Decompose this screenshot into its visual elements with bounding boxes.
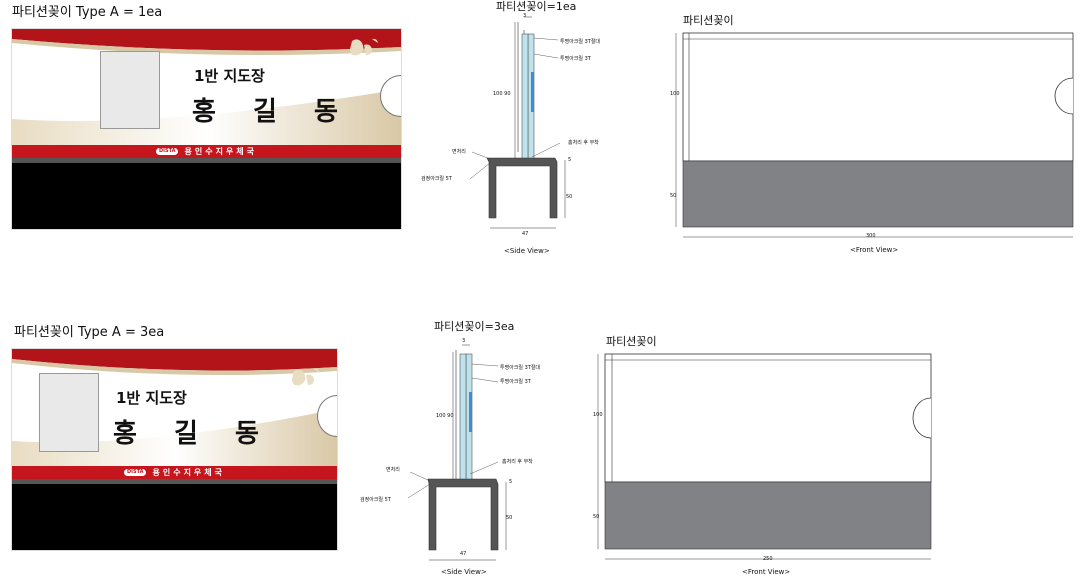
side-view-title-2: 파티션꽂이=3ea (434, 320, 515, 333)
base-ridge (12, 158, 401, 163)
label-attach-1: 홈처리 후 부착 (568, 140, 599, 146)
nameplate-footer: DISTA 용인수지우체국 (12, 466, 337, 479)
label-acrylic-2: 투명아크릴 3T (500, 379, 531, 385)
dim-top-2: 3 (462, 338, 466, 344)
dim-h-inner-2: 90 (447, 413, 454, 419)
leaf-ornament (350, 38, 378, 56)
dim-47-2: 47 (460, 551, 467, 557)
front-view-title-2: 파티션꽂이 (606, 335, 657, 348)
front-h-base-1: 50 (670, 193, 677, 199)
nameplate-render-1: 1반 지도장 홍 길 동 DISTA 용인수지우체국 (11, 28, 402, 230)
front-view-title-1: 파티션꽂이 (683, 14, 734, 27)
front-width-1: 300 (866, 233, 876, 239)
dim-total-height-1: 100 90 (493, 91, 511, 97)
photo-placeholder (39, 373, 99, 452)
label-holder-1: 투명아크릴 3T절대 (560, 39, 601, 45)
nameplate-name: 홍 길 동 (113, 419, 273, 449)
label-holder-2: 투명아크릴 3T절대 (500, 365, 541, 371)
nameplate-swoosh (12, 29, 401, 159)
front-view-caption-2: <Front View> (742, 568, 791, 576)
label-black-acrylic-2: 검정아크릴 5T (360, 497, 391, 503)
dim-5-1: 5 (568, 157, 572, 163)
photo-placeholder (100, 51, 160, 129)
front-h-base-2: 50 (593, 514, 600, 520)
nameplate-name: 홍 길 동 (192, 97, 352, 127)
dim-h-total-1: 100 (493, 91, 503, 97)
leaf-ornament (292, 368, 320, 386)
dim-total-height-2: 100 90 (436, 413, 454, 419)
dim-h-total-2: 100 (436, 413, 446, 419)
side-view-drawing-1 (469, 16, 566, 229)
front-view-caption-1: <Front View> (850, 246, 899, 254)
label-black-acrylic-1: 검정아크릴 5T (421, 176, 452, 182)
label-chamfer-2: 면처리 (386, 467, 400, 473)
section-1-title: 파티션꽂이 Type A = 1ea (12, 5, 163, 20)
nameplate-render-2: 1반 지도장 홍 길 동 DISTA 용인수지우체국 (11, 348, 338, 551)
black-base (12, 163, 401, 229)
nameplate-class: 1반 지도장 (116, 389, 187, 407)
side-view-caption-1: <Side View> (504, 247, 550, 255)
side-view-caption-2: <Side View> (441, 568, 487, 576)
dim-47-1: 47 (522, 231, 529, 237)
front-width-2: 250 (763, 556, 773, 562)
label-acrylic-1: 투명아크릴 3T (560, 56, 591, 62)
org-logo: DISTA (123, 469, 147, 476)
label-attach-2: 홈처리 후 부착 (502, 459, 533, 465)
black-base (12, 484, 337, 550)
footer-org-name: 용인수지우체국 (184, 147, 258, 156)
front-view-drawing-1 (675, 32, 1074, 238)
dim-50-1: 50 (566, 194, 573, 200)
front-h-top-2: 100 (593, 412, 603, 418)
nameplate-class: 1반 지도장 (194, 67, 265, 85)
front-view-drawing-2 (597, 353, 932, 560)
nameplate-footer: DISTA 용인수지우체국 (12, 145, 401, 158)
dim-top-1: 3 (523, 13, 527, 19)
front-h-top-1: 100 (670, 91, 680, 97)
label-chamfer-1: 면처리 (452, 149, 466, 155)
footer-org-name: 용인수지우체국 (152, 468, 226, 477)
base-ridge (12, 479, 337, 484)
dim-5-2: 5 (509, 479, 513, 485)
org-logo: DISTA (155, 148, 179, 155)
dim-h-inner-1: 90 (504, 91, 511, 97)
side-view-drawing-2 (407, 344, 507, 561)
nameplate-swoosh (12, 349, 337, 480)
side-view-title-1: 파티션꽂이=1ea (496, 0, 577, 13)
dim-50-2: 50 (506, 515, 513, 521)
section-2-title: 파티션꽂이 Type A = 3ea (14, 325, 165, 340)
